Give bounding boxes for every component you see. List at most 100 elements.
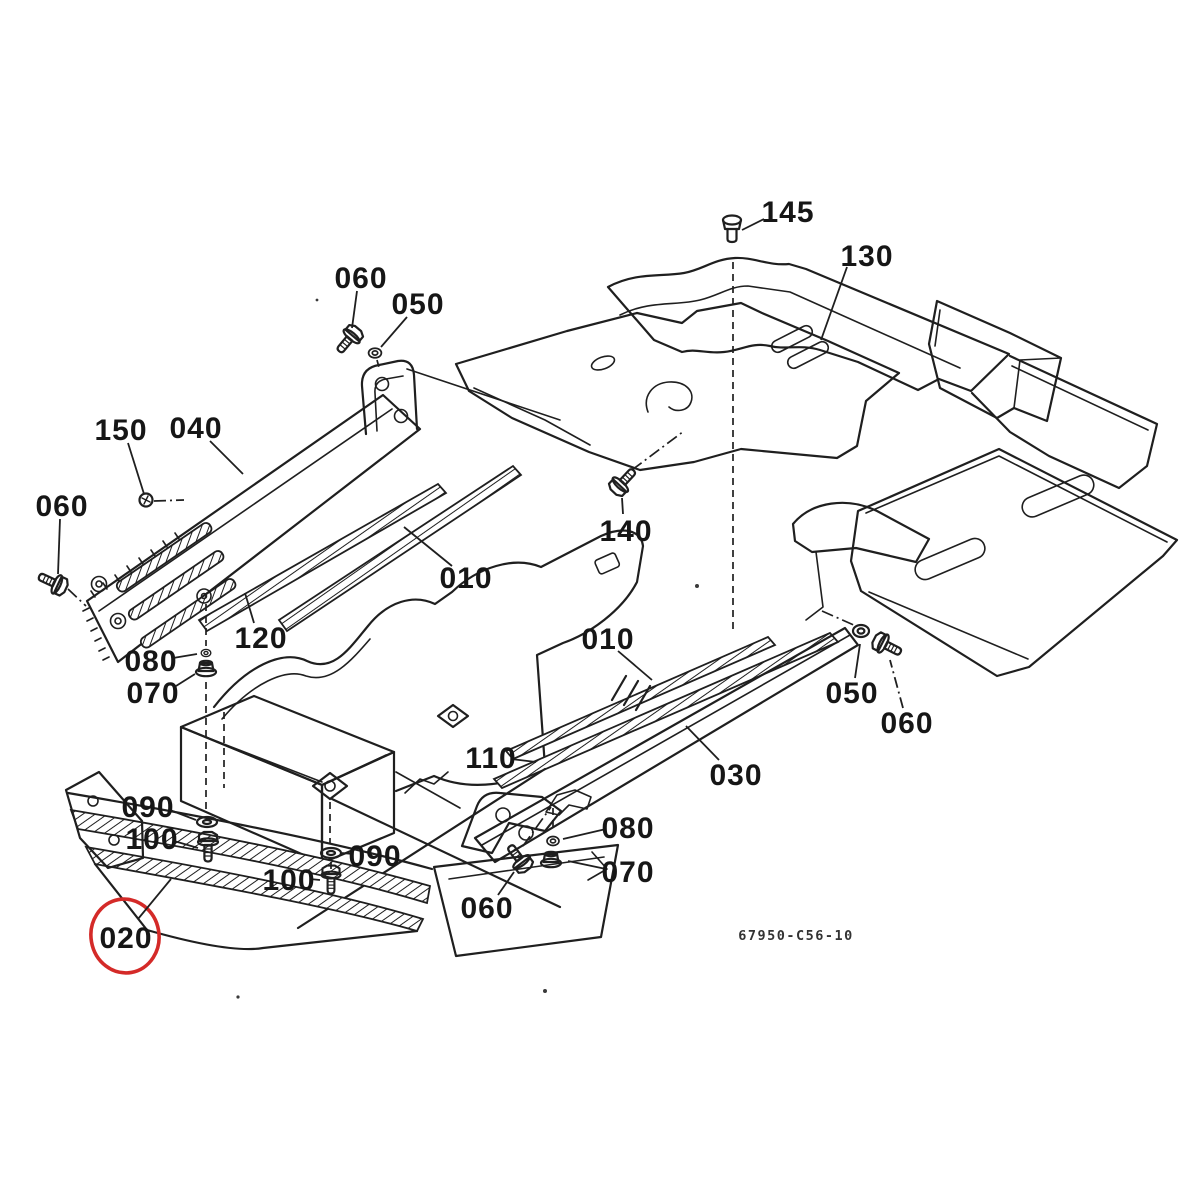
- callout-070: 070: [601, 856, 654, 889]
- part-110-toothed-rail: [492, 631, 840, 790]
- washer-050-right: [851, 623, 871, 639]
- part-120-seal-strip: [197, 482, 448, 633]
- bolt-axis-140: [631, 430, 685, 471]
- cross-line: [330, 797, 562, 909]
- leader-010: [403, 526, 453, 567]
- strip-010-right: [504, 635, 777, 761]
- side-plate-fold: [448, 856, 605, 880]
- callout-060: 060: [35, 490, 88, 523]
- leader-100: [309, 878, 321, 881]
- callout-080: 080: [601, 812, 654, 845]
- washer-080-right: [546, 835, 560, 847]
- callout-060: 060: [460, 892, 513, 925]
- platform-strap-bracket: [791, 501, 931, 564]
- leader-060: [497, 871, 515, 896]
- panel-hole: [114, 617, 122, 625]
- hook-bracket: [545, 789, 592, 816]
- leader-030: [685, 725, 720, 761]
- floor-pan: [454, 301, 901, 472]
- part-010-seal-strip-left: [277, 464, 523, 633]
- strip-010-left: [277, 464, 523, 633]
- platform-strap-tail: [805, 551, 824, 621]
- callout-010: 010: [439, 562, 492, 595]
- hidden-assembly-lines: [67, 262, 857, 872]
- nut-070-left: [194, 659, 218, 678]
- hood-box-edges: [934, 309, 1062, 409]
- washer-axis-050t: [376, 359, 381, 372]
- part-040-louver-panel: [82, 359, 561, 664]
- hood-support-frame: [606, 256, 1011, 393]
- strip-120: [197, 482, 448, 633]
- panel-square-hole: [594, 552, 621, 575]
- screw-axis: [153, 499, 185, 502]
- panel-hole: [95, 580, 103, 588]
- callout-050: 050: [391, 288, 444, 321]
- bolt-060-right: [868, 628, 907, 663]
- callout-120: 120: [234, 622, 287, 655]
- bracket-bolt-hole: [87, 795, 99, 807]
- right-platform-panel: [791, 447, 1179, 678]
- floor-pan-slot: [770, 324, 814, 354]
- panel-hole: [109, 612, 127, 630]
- screw-150: [138, 492, 154, 508]
- leader-110: [510, 758, 537, 763]
- center-contoured-panel: [212, 529, 645, 793]
- square-washer-plates: [311, 703, 592, 816]
- leader-140: [621, 497, 624, 515]
- callout-060: 060: [334, 262, 387, 295]
- right-wing-edge: [1011, 365, 1149, 431]
- part-030-side-rail: [460, 626, 860, 864]
- box-inner-rim: [189, 730, 387, 783]
- rail-030-inner: [481, 634, 851, 846]
- foot-hole: [495, 807, 511, 823]
- floor-pan-vent-cutout: [645, 381, 693, 413]
- foot-hole: [518, 825, 534, 841]
- right-wing-panel: [970, 354, 1159, 490]
- grille-bottom-face: [93, 862, 419, 951]
- leader-120: [244, 592, 255, 624]
- leader-145: [741, 218, 765, 231]
- leader-070: [175, 673, 196, 687]
- step-bracket: [404, 771, 449, 794]
- bolt-axis-060b: [522, 806, 552, 847]
- callout-090: 090: [121, 791, 174, 824]
- panel-hook-bracket: [360, 359, 419, 436]
- square-washer-hole: [447, 710, 459, 722]
- speck: [315, 298, 319, 302]
- square-washer: [311, 771, 349, 801]
- washer-050-top: [367, 347, 383, 359]
- callout-010: 010: [581, 623, 634, 656]
- leader-060: [57, 518, 61, 575]
- callout-130: 130: [840, 240, 893, 273]
- connecting-edge: [406, 368, 561, 421]
- callout-050: 050: [825, 677, 878, 710]
- leader-060: [889, 659, 904, 709]
- leader-150: [127, 442, 145, 495]
- square-washer: [436, 703, 470, 729]
- floor-pan-slot: [786, 340, 830, 370]
- callout-100: 100: [125, 823, 178, 856]
- grille-left-bracket: [64, 770, 145, 870]
- plug-145: [721, 214, 743, 244]
- floor-pan-outline: [454, 301, 901, 472]
- leader-070: [567, 860, 607, 870]
- leader-080: [562, 828, 607, 840]
- rail-030-channel: [473, 626, 860, 864]
- louver-panel-outline: [85, 393, 422, 664]
- callout-070: 070: [126, 677, 179, 710]
- square-washer-hole: [324, 780, 336, 792]
- speck: [695, 584, 699, 588]
- panel-hole: [196, 588, 212, 604]
- callout-060: 060: [880, 707, 933, 740]
- platform-outline: [849, 447, 1179, 678]
- highlight-circle-020: [89, 897, 161, 975]
- part-130-hood-support-assembly: [606, 256, 1159, 490]
- callout-020-highlighted: 020: [99, 922, 152, 955]
- callout-080: 080: [124, 645, 177, 678]
- leader-050: [380, 316, 408, 348]
- bolt-060-left: [33, 566, 72, 599]
- rail-030-foot-bracket: [460, 791, 563, 855]
- bracket-hole: [374, 376, 390, 392]
